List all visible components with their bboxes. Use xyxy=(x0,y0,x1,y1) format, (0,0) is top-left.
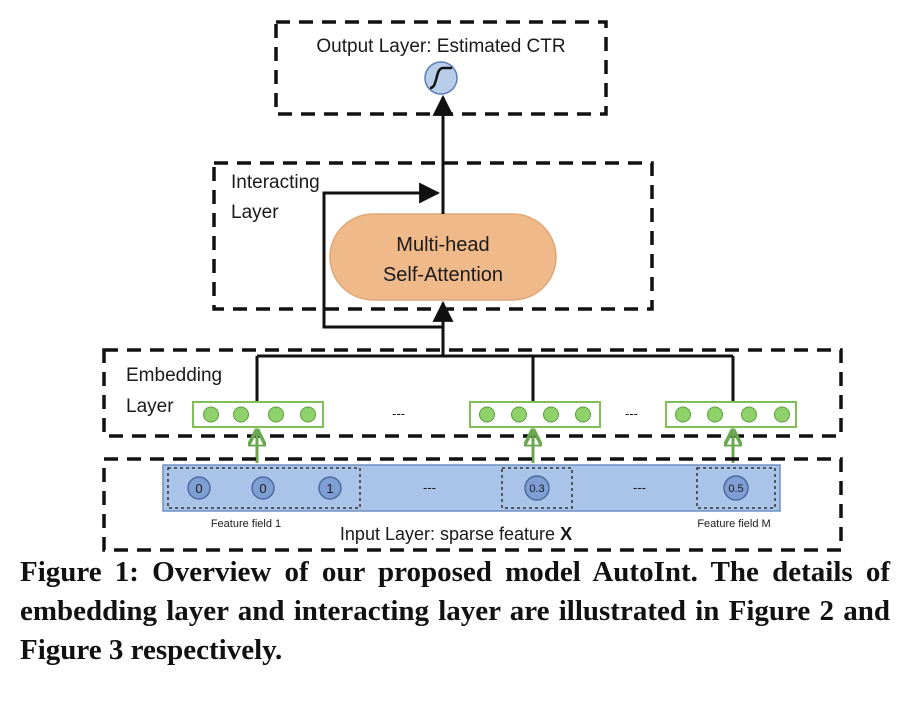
input-layer-label-symbol: X xyxy=(560,524,572,544)
figure-caption: Figure 1: Overview of our proposed model… xyxy=(20,556,890,666)
input-value-2: 0 xyxy=(251,476,275,500)
embedding-node xyxy=(675,406,691,423)
input-ellipsis-2: --- xyxy=(633,480,646,495)
svg-text:1: 1 xyxy=(326,481,333,496)
embedding-node xyxy=(511,406,527,423)
embedding-node xyxy=(479,406,495,423)
embedding-ellipsis-1: --- xyxy=(392,406,405,421)
multi-head-self-attention-block xyxy=(329,213,557,301)
embedding-node xyxy=(741,406,757,423)
embedding-node xyxy=(233,406,249,423)
embedding-node xyxy=(300,406,316,423)
embedding-node xyxy=(707,406,723,423)
interacting-layer-label-1: Interacting xyxy=(231,172,320,193)
embedding-layer-box xyxy=(102,348,843,438)
embedding-node xyxy=(543,406,559,423)
svg-text:0.5: 0.5 xyxy=(728,483,743,495)
embedding-layer-label-1: Embedding xyxy=(126,365,222,386)
embedding-layer-label-2: Layer xyxy=(126,396,174,417)
feature-field-1-label: Feature field 1 xyxy=(211,518,281,530)
embedding-node xyxy=(203,406,219,423)
feature-field-2-bracket xyxy=(501,467,573,509)
feature-field-m-label: Feature field M xyxy=(697,518,770,530)
svg-text:0.3: 0.3 xyxy=(529,483,544,495)
embedding-vector-2 xyxy=(469,401,601,428)
embedding-node xyxy=(575,406,591,423)
model-architecture-diagram: Output Layer: Estimated CTR Interacting … xyxy=(102,20,843,552)
svg-text:0: 0 xyxy=(195,481,202,496)
attention-label-1: Multi-head xyxy=(396,234,489,256)
embedding-vector-1 xyxy=(192,401,324,428)
input-ellipsis-1: --- xyxy=(423,480,436,495)
input-layer-box xyxy=(102,457,843,552)
sigmoid-icon xyxy=(424,61,458,95)
connection-lines xyxy=(255,94,735,403)
input-value-3: 1 xyxy=(318,476,342,500)
embedding-ellipsis-2: --- xyxy=(625,406,638,421)
embedding-node xyxy=(774,406,790,423)
feature-field-m-bracket xyxy=(696,467,776,509)
input-value-1: 0 xyxy=(187,476,211,500)
embedding-node xyxy=(268,406,284,423)
svg-text:0: 0 xyxy=(259,481,266,496)
input-layer-label-prefix: Input Layer: sparse feature xyxy=(340,524,555,544)
feature-field-1-bracket xyxy=(167,467,361,509)
input-value-5: 0.5 xyxy=(723,475,749,501)
embedding-vector-m xyxy=(665,401,797,428)
interacting-layer-label-2: Layer xyxy=(231,202,279,223)
interacting-layer-box xyxy=(212,161,654,311)
output-layer-label: Output Layer: Estimated CTR xyxy=(316,36,565,57)
input-value-4: 0.3 xyxy=(524,475,550,501)
attention-label-2: Self-Attention xyxy=(383,264,503,286)
